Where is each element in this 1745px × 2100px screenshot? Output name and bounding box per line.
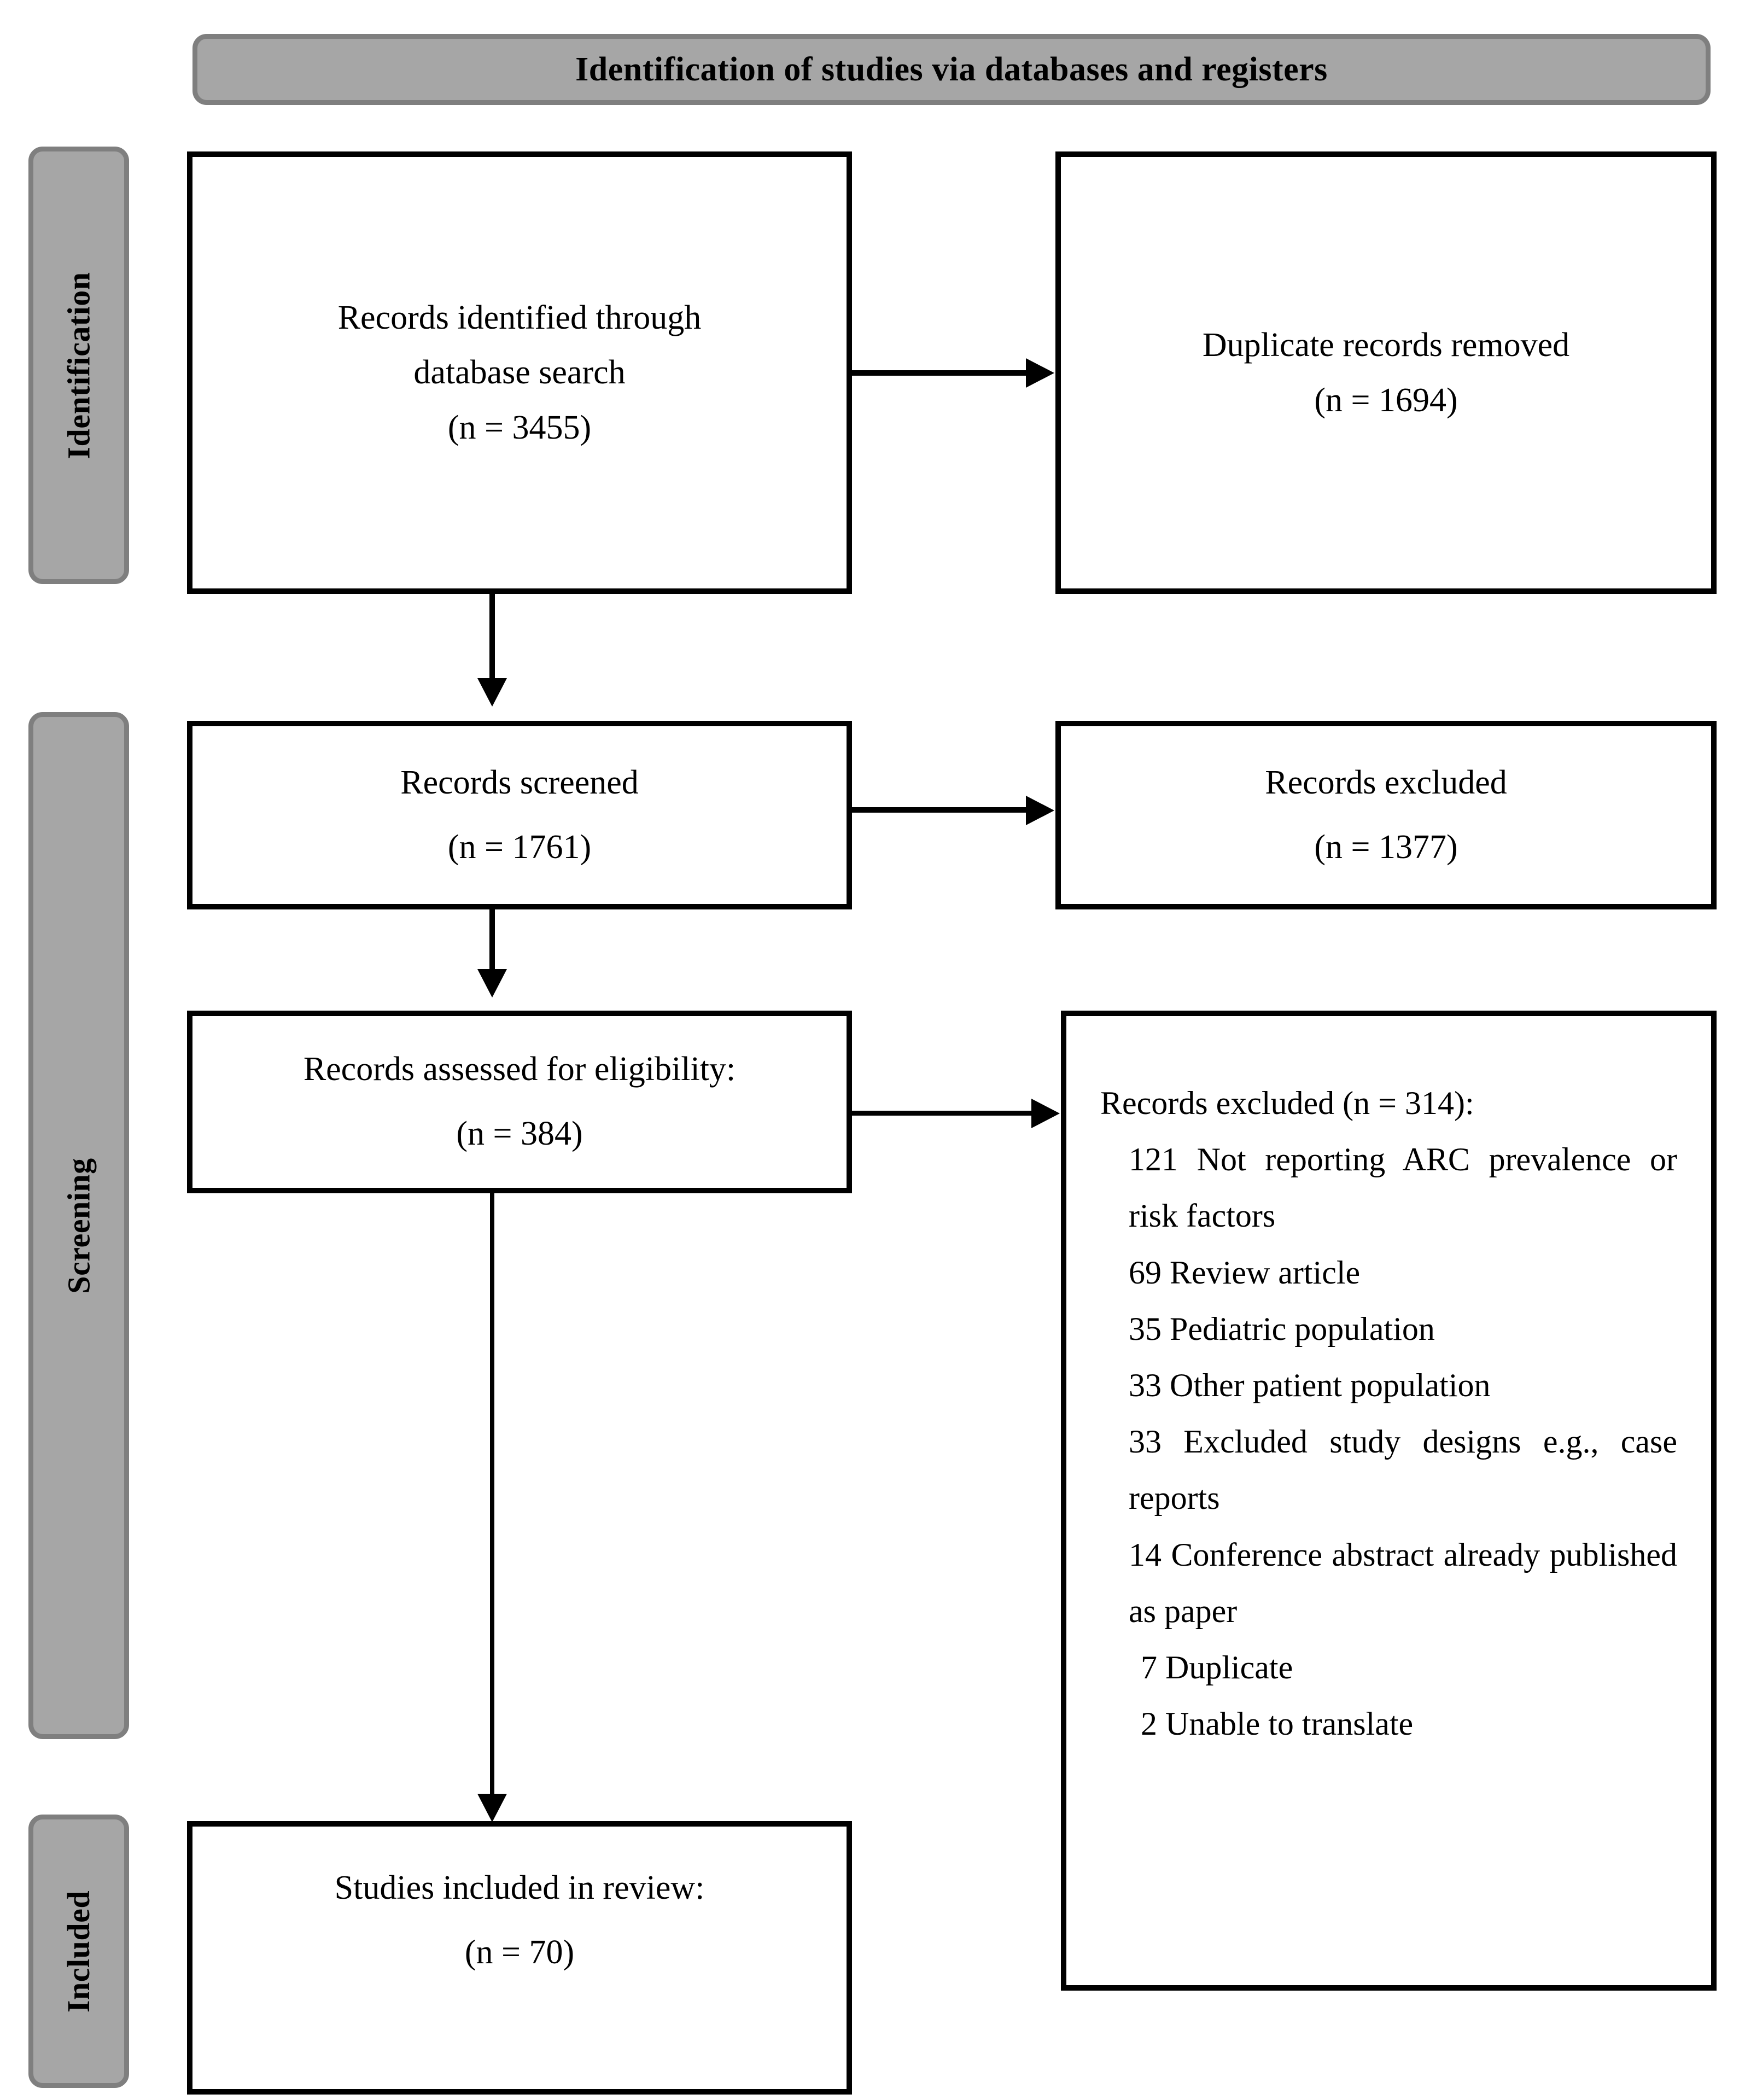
diagram-title: Identification of studies via databases … xyxy=(575,50,1328,88)
exclusion-reason-item: 33 Other patient population xyxy=(1129,1367,1491,1403)
box-records-excluded-screening: Records excluded (n = 1377) xyxy=(1055,721,1717,909)
connector-identified-to-screened-arrowhead xyxy=(477,678,507,707)
phase-label-screening: Screening xyxy=(61,1157,97,1294)
connector-screened-to-assessed-line xyxy=(489,909,495,981)
box-records-identified: Records identified through database sear… xyxy=(187,151,852,594)
exclusion-reason-item: 2 Unable to translate xyxy=(1141,1706,1414,1742)
records-screened-line-1: Records screened xyxy=(400,763,639,801)
phase-banner-included: Included xyxy=(28,1815,129,2088)
records-screened-count: (n = 1761) xyxy=(447,828,592,866)
records-identified-count: (n = 3455) xyxy=(447,409,592,446)
phase-banner-identification: Identification xyxy=(28,147,129,584)
exclusion-reason-item: 33 Excluded study designs e.g., case rep… xyxy=(1129,1424,1677,1516)
connector-identified-to-duplicates-line xyxy=(852,370,1027,376)
connector-screened-to-excluded-arrowhead xyxy=(1026,796,1054,825)
phase-label-identification: Identification xyxy=(61,271,97,459)
box-studies-included: Studies included in review: (n = 70) xyxy=(187,1821,852,2095)
connector-screened-to-excluded-line xyxy=(852,807,1027,813)
phase-label-included: Included xyxy=(61,1890,97,2012)
records-assessed-line-1: Records assessed for eligibility: xyxy=(303,1051,736,1088)
records-identified-line-2: database search xyxy=(413,354,626,392)
records-excluded-screening-line-1: Records excluded xyxy=(1265,763,1507,801)
phase-banner-screening: Screening xyxy=(28,712,129,1739)
box-records-screened: Records screened (n = 1761) xyxy=(187,721,852,909)
diagram-header-banner: Identification of studies via databases … xyxy=(192,34,1711,105)
records-identified-line-1: Records identified through xyxy=(337,299,702,336)
connector-identified-to-screened-line xyxy=(489,594,495,692)
duplicates-removed-count: (n = 1694) xyxy=(1314,381,1458,419)
connector-assessed-to-included-line xyxy=(490,1193,494,1795)
connector-assessed-to-excluded-line xyxy=(852,1111,1032,1116)
duplicates-removed-line-1: Duplicate records removed xyxy=(1202,326,1570,364)
exclusion-reason-item: 14 Conference abstract already published… xyxy=(1129,1536,1677,1629)
connector-screened-to-assessed-arrowhead xyxy=(477,969,507,998)
exclusion-reason-item: 7 Duplicate xyxy=(1141,1649,1293,1685)
exclusion-reason-item: 35 Pediatric population xyxy=(1129,1310,1435,1347)
records-assessed-count: (n = 384) xyxy=(456,1115,583,1152)
box-records-excluded-eligibility: Records excluded (n = 314): 121 Not repo… xyxy=(1061,1011,1717,1991)
connector-assessed-to-excluded-arrowhead xyxy=(1031,1099,1060,1128)
records-excluded-screening-count: (n = 1377) xyxy=(1314,828,1458,866)
connector-identified-to-duplicates-arrowhead xyxy=(1026,358,1054,388)
studies-included-line-1: Studies included in review: xyxy=(334,1869,705,1906)
box-duplicate-records-removed: Duplicate records removed (n = 1694) xyxy=(1055,151,1717,594)
exclusion-reason-item: 121 Not reporting ARC prevalence or risk… xyxy=(1129,1141,1677,1234)
box-records-assessed-eligibility: Records assessed for eligibility: (n = 3… xyxy=(187,1011,852,1193)
connector-assessed-to-included-arrowhead xyxy=(477,1794,507,1822)
exclusion-reason-item: 69 Review article xyxy=(1129,1254,1361,1291)
records-excluded-eligibility-heading: Records excluded (n = 314): xyxy=(1100,1085,1474,1121)
studies-included-count: (n = 70) xyxy=(464,1933,575,1971)
